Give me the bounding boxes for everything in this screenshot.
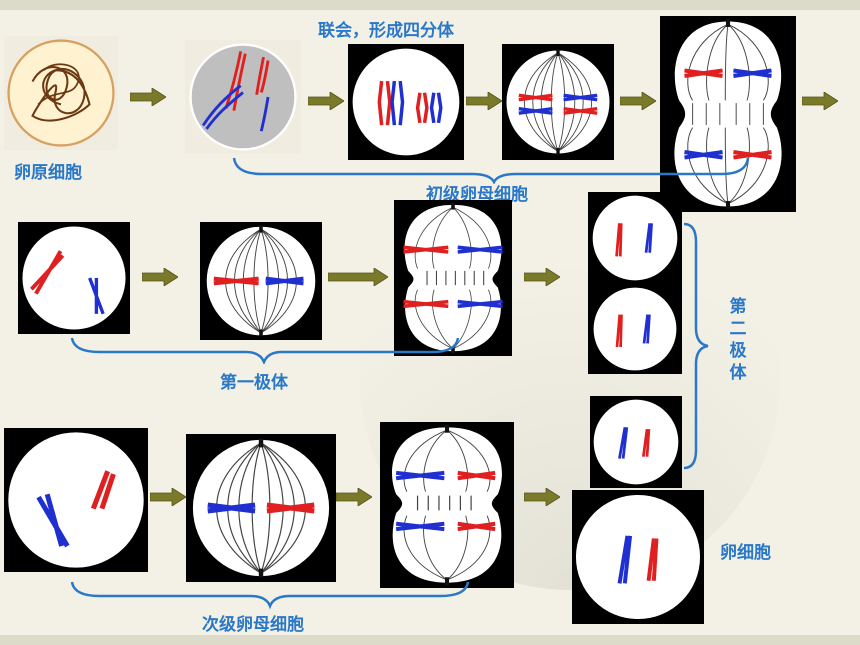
primary-oocyte-brace xyxy=(232,157,750,184)
second-polar-body-cell xyxy=(588,284,682,374)
arrow-icon xyxy=(308,92,344,110)
egg-cell-label: 卵细胞 xyxy=(720,543,771,563)
second-polar-body-cell xyxy=(590,396,682,488)
arrow-icon xyxy=(130,88,166,106)
top-band xyxy=(0,0,860,10)
tetrad-cell xyxy=(348,44,464,160)
anaphase-one-cell xyxy=(660,16,796,212)
first-polar-body-brace xyxy=(70,337,460,364)
arrow-icon xyxy=(466,92,502,110)
second-polar-body-label: 第二极体 xyxy=(729,297,747,383)
metaphase-one-cell xyxy=(502,44,614,160)
second-polar-body-cell xyxy=(588,192,682,284)
polar-body-anaphase-two-cell xyxy=(394,200,512,356)
first-polar-body-cell xyxy=(18,222,130,334)
second-polar-body-brace xyxy=(683,222,709,470)
early-prophase-cell xyxy=(185,40,301,154)
arrow-icon xyxy=(802,92,838,110)
arrow-icon xyxy=(336,488,372,506)
arrow-icon xyxy=(524,268,560,286)
polar-body-metaphase-two-cell xyxy=(200,222,322,340)
arrow-icon xyxy=(150,488,186,506)
secondary-oocyte-brace xyxy=(70,581,470,610)
oocyte-metaphase-two-cell xyxy=(186,434,336,582)
arrow-icon xyxy=(524,488,560,506)
arrow-icon xyxy=(328,268,388,286)
synapsis-label: 联会，形成四分体 xyxy=(318,21,454,41)
egg-cell xyxy=(572,490,704,624)
bottom-band xyxy=(0,635,860,645)
secondary-oocyte-cell xyxy=(4,428,148,572)
first-polar-body-label: 第一极体 xyxy=(220,373,288,393)
arrow-icon xyxy=(620,92,656,110)
arrow-icon xyxy=(142,268,178,286)
secondary-oocyte-label: 次级卵母细胞 xyxy=(202,615,304,635)
oogonium-cell xyxy=(4,36,118,150)
oocyte-anaphase-two-cell xyxy=(380,422,514,588)
oogonium-label: 卵原细胞 xyxy=(14,163,82,183)
